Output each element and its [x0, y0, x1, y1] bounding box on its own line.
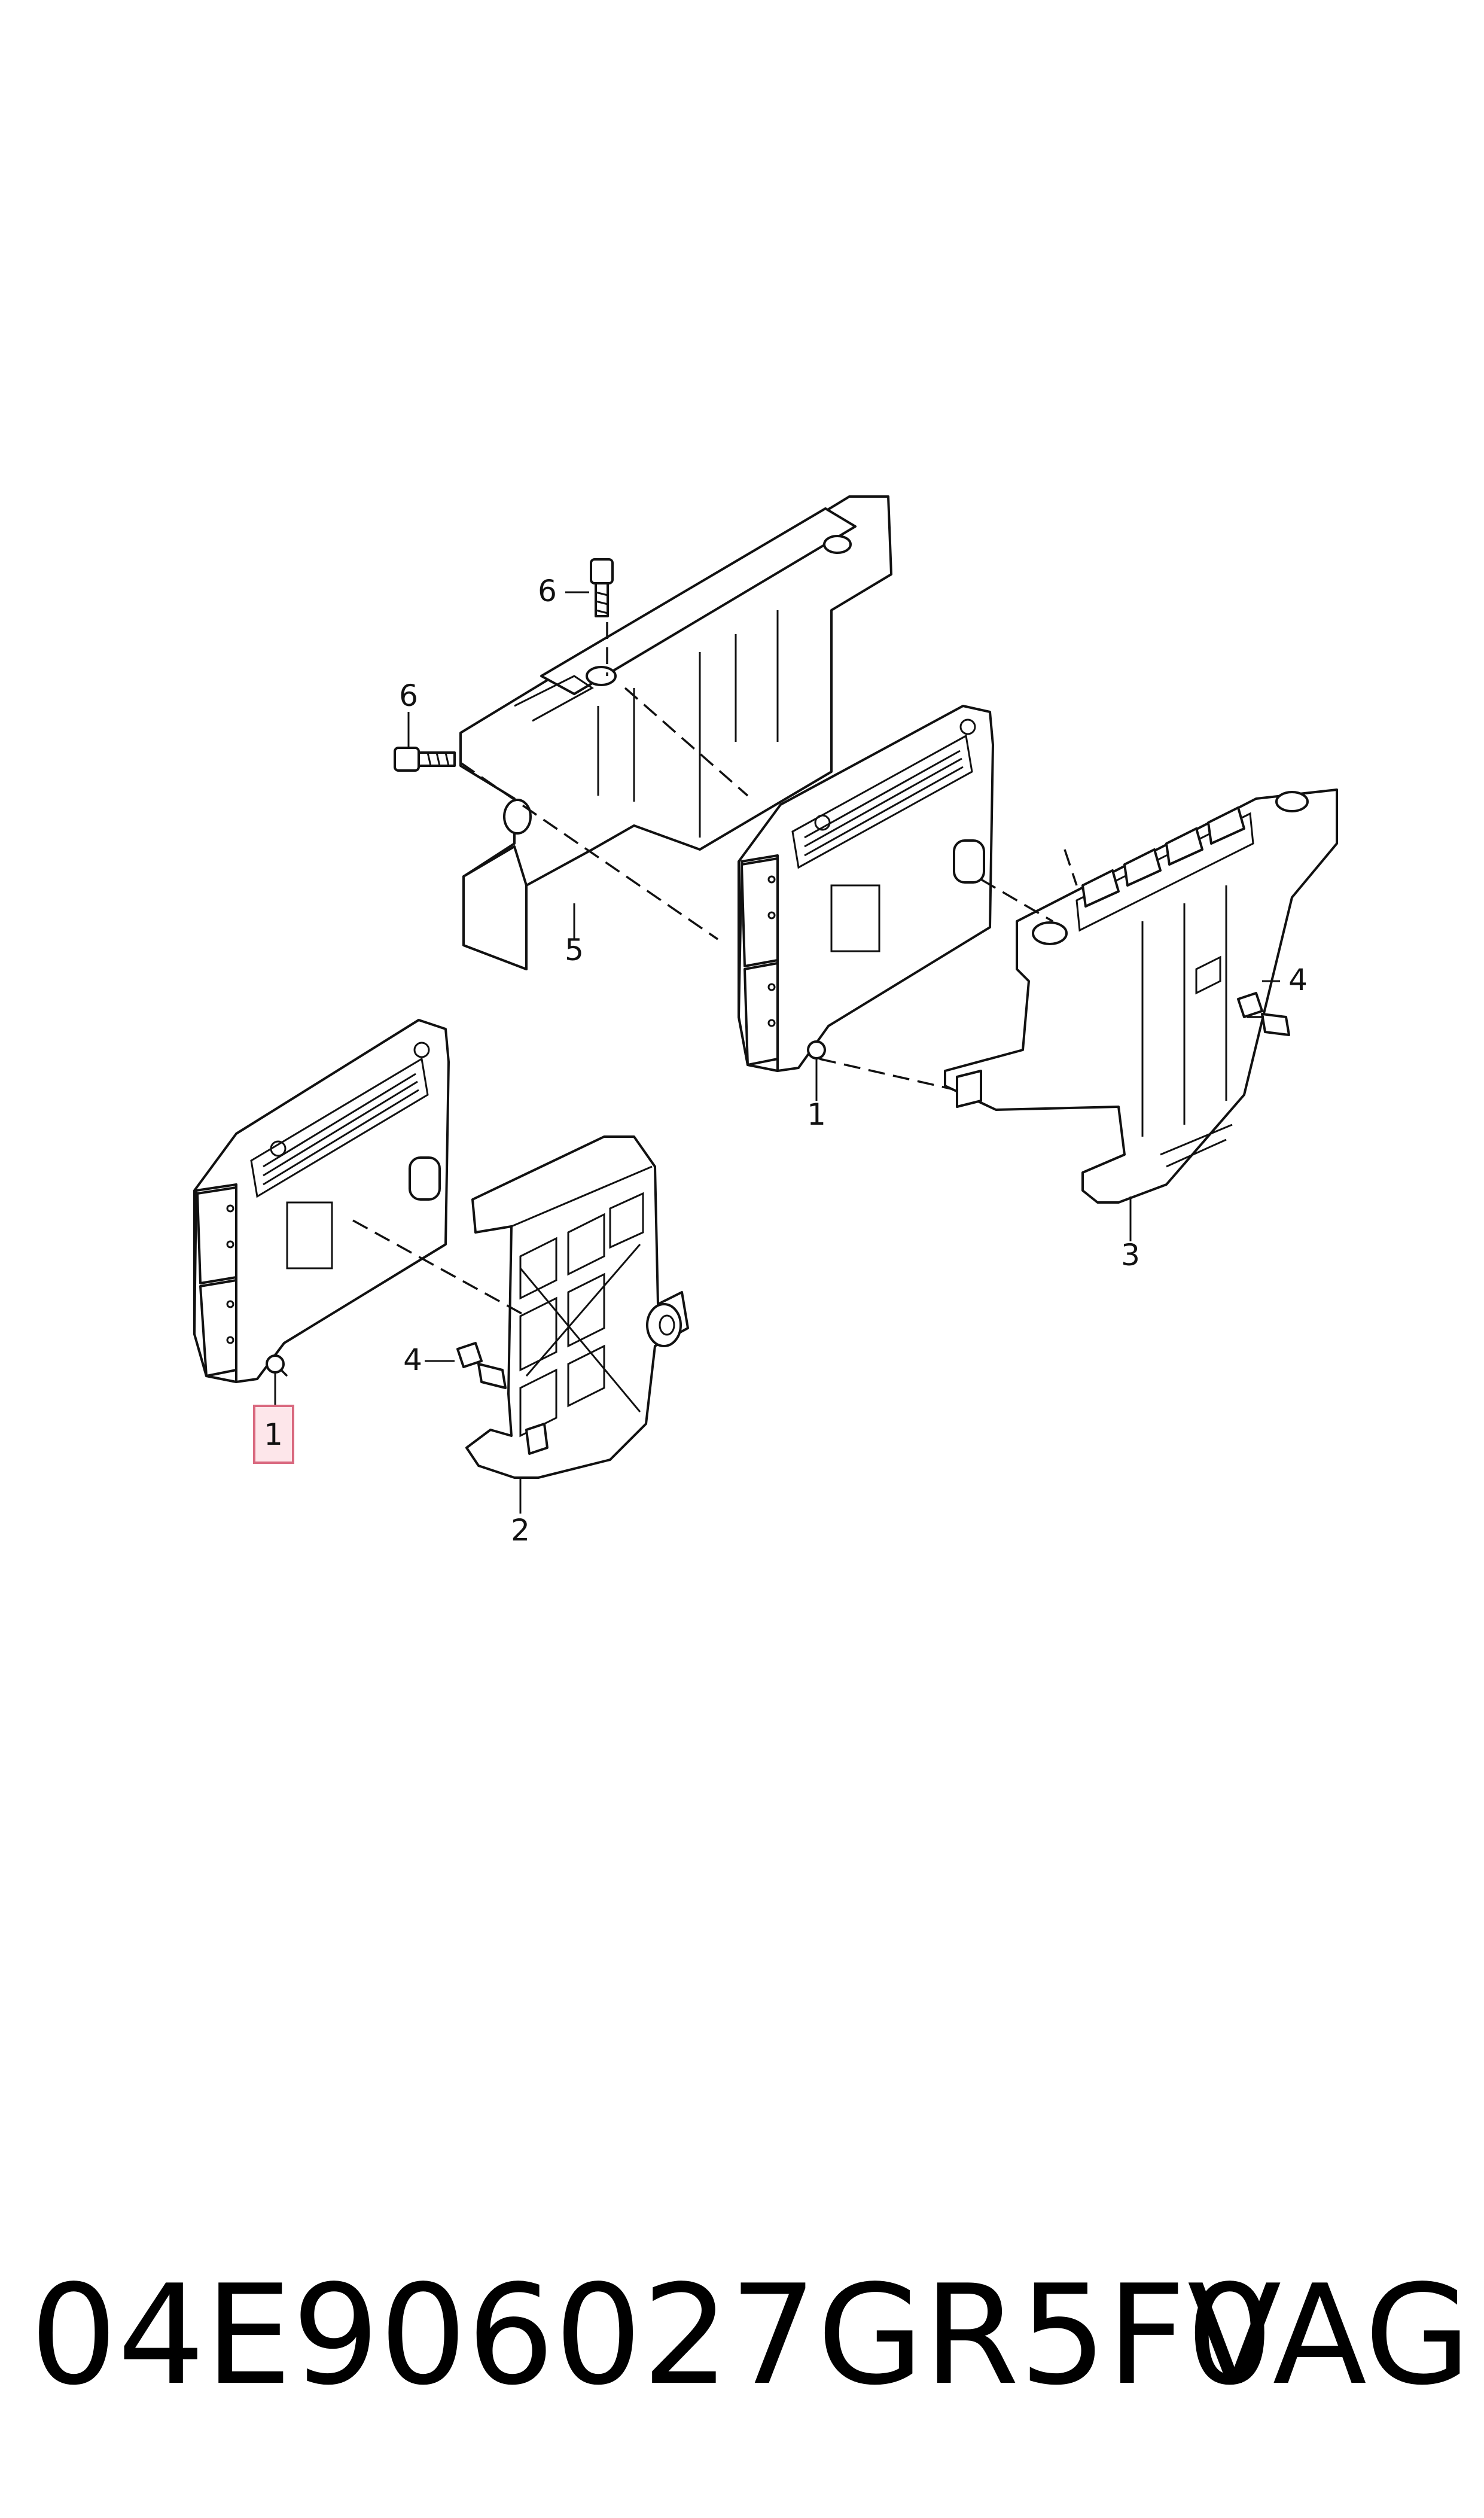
bracket-rear[interactable]	[944, 788, 1338, 1204]
callout-bolt-left[interactable]: 6	[399, 678, 418, 713]
leader-lines	[274, 591, 1280, 1514]
nut-right[interactable]	[1237, 992, 1290, 1036]
callout-bracket-rear[interactable]: 3	[1121, 1238, 1140, 1272]
cover-part[interactable]	[459, 495, 892, 970]
callout-nut-left[interactable]: 4	[403, 1342, 422, 1377]
callout-ecu-upper[interactable]: 1	[807, 1097, 826, 1132]
callout-bolt-top[interactable]: 6	[538, 574, 557, 608]
brand-label: VAG	[1187, 2256, 1471, 2416]
alignment-lines	[280, 622, 1268, 1377]
bracket-front[interactable]	[465, 1135, 689, 1479]
callout-nut-right[interactable]: 4	[1288, 963, 1308, 997]
callout-bracket-front[interactable]: 2	[511, 1513, 530, 1548]
ecu-lower[interactable]	[193, 1019, 450, 1383]
bolt-left[interactable]	[394, 747, 456, 772]
highlight-box[interactable]	[253, 1405, 294, 1464]
callout-cover[interactable]: 5	[565, 933, 584, 967]
callout-ecu-lower[interactable]: 1	[264, 1417, 283, 1452]
ecu-upper[interactable]	[738, 705, 994, 1072]
bolt-top[interactable]	[590, 558, 614, 617]
nut-left[interactable]	[456, 1342, 507, 1389]
part-number: 04E906027GR5F0	[30, 2256, 1273, 2416]
